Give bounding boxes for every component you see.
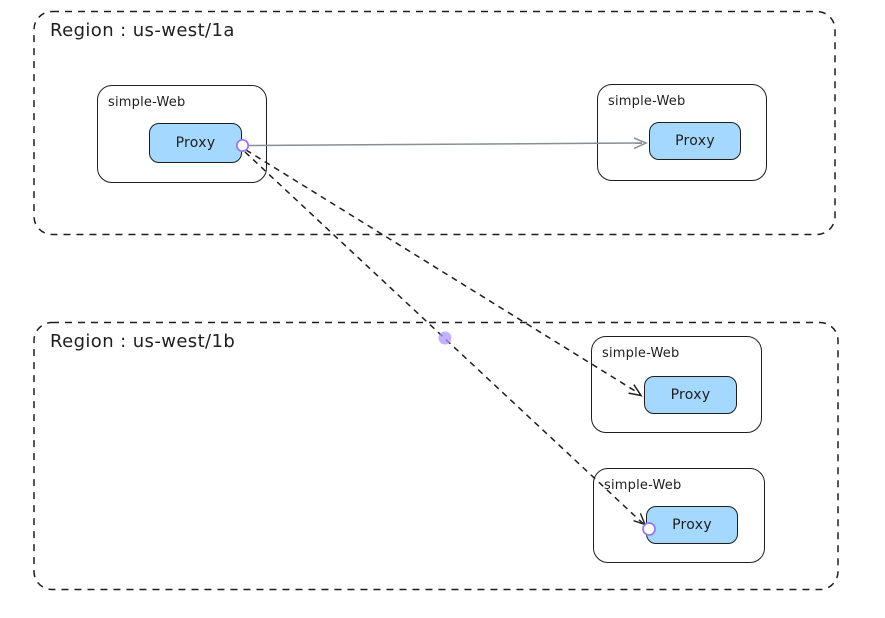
- edge-midpoint-dot[interactable]: [438, 331, 452, 345]
- arrowhead-icon: [633, 137, 648, 150]
- connector-circle-start[interactable]: [235, 138, 250, 153]
- proxy-1b-bottom[interactable]: Proxy: [646, 506, 738, 544]
- node-label: simple-Web: [602, 346, 680, 361]
- region-label-us-west-1a: Region : us-west/1a: [50, 20, 235, 41]
- node-label: simple-Web: [108, 95, 186, 110]
- connector-circle-end[interactable]: [642, 522, 656, 536]
- region-label-us-west-1b: Region : us-west/1b: [50, 331, 236, 352]
- edge-dashed-proxy-to-1b-bottom[interactable]: [244, 151, 656, 536]
- node-label: simple-Web: [604, 478, 682, 493]
- proxy-1a-right[interactable]: Proxy: [649, 122, 741, 160]
- node-simple-web-1a-left[interactable]: simple-Web Proxy: [97, 85, 267, 183]
- edge-dashed-proxy-to-1b-top[interactable]: [245, 149, 643, 397]
- arrowhead-icon: [628, 384, 643, 397]
- proxy-1b-top[interactable]: Proxy: [644, 376, 737, 414]
- proxy-1a-left[interactable]: Proxy: [149, 123, 242, 163]
- node-simple-web-1b-bottom[interactable]: simple-Web Proxy: [593, 468, 765, 563]
- node-label: simple-Web: [608, 94, 686, 109]
- region-us-west-1a-border[interactable]: [33, 10, 836, 236]
- edge-solid-proxy-to-proxy[interactable]: [247, 137, 648, 150]
- region-us-west-1b-border[interactable]: [33, 321, 839, 591]
- node-simple-web-1a-right[interactable]: simple-Web Proxy: [597, 84, 767, 181]
- node-simple-web-1b-top[interactable]: simple-Web Proxy: [591, 336, 762, 433]
